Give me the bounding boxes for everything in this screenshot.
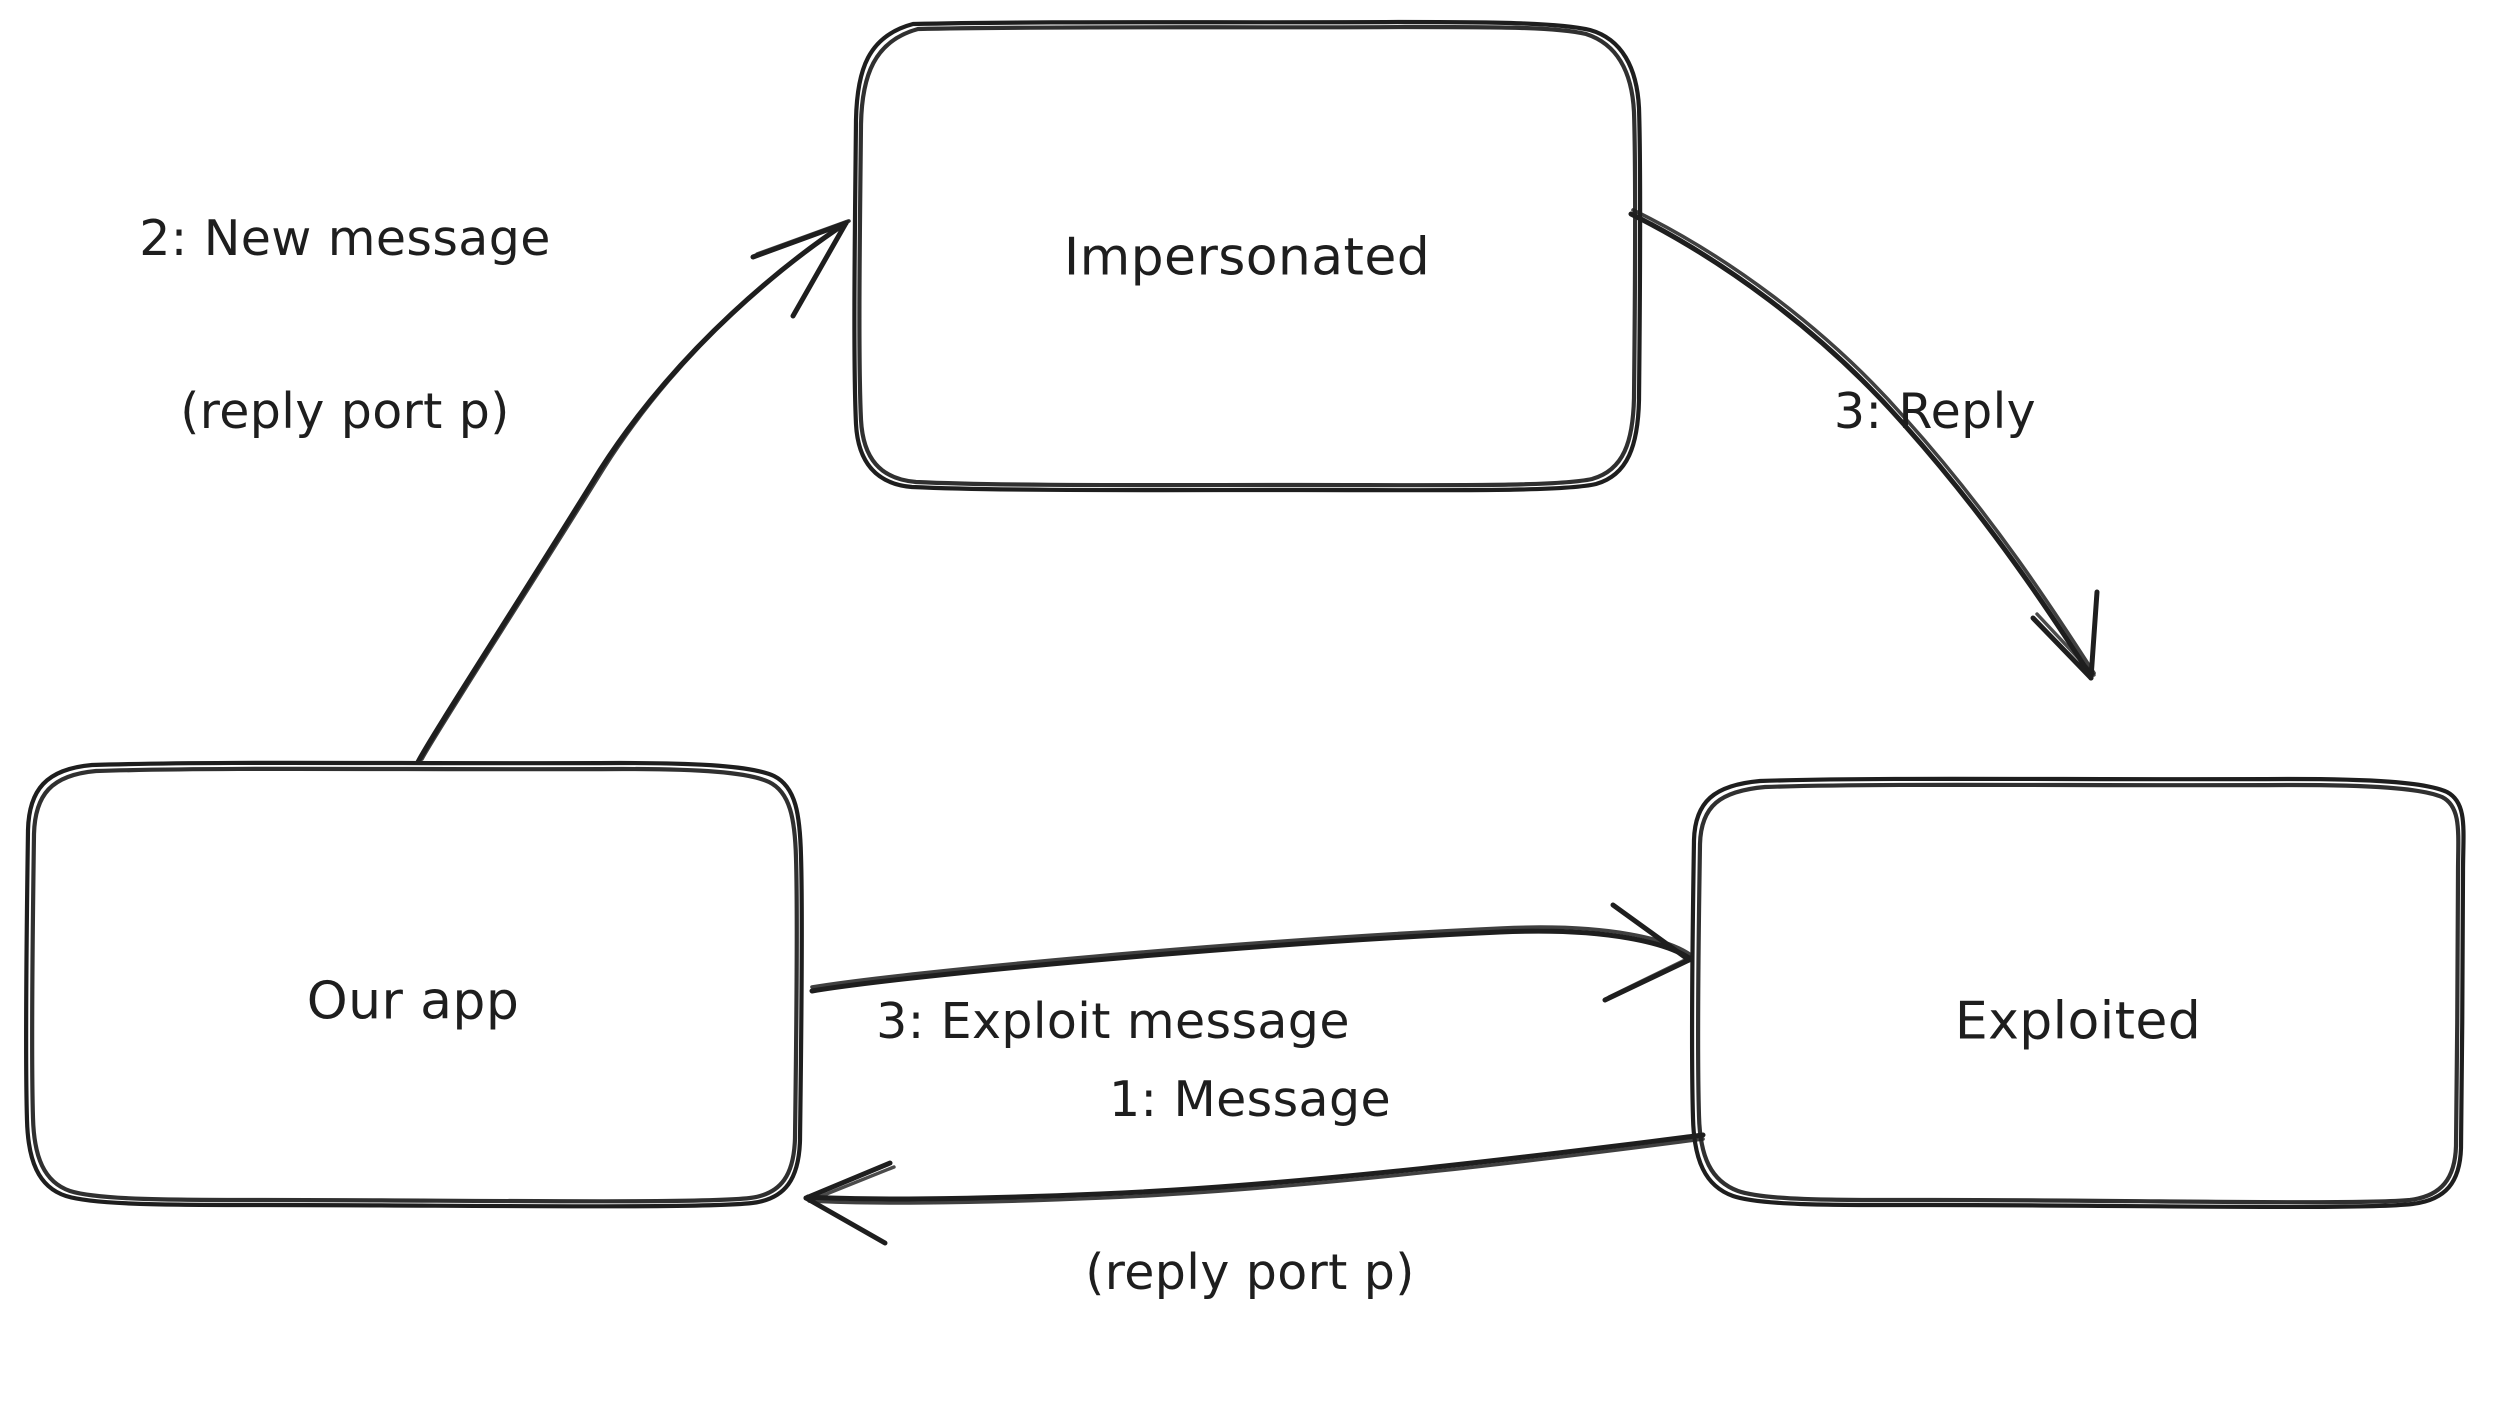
diagram-canvas: Impersonated Our app Exploited 2: New me… xyxy=(24,19,2466,1301)
edge-new-message-arrow xyxy=(415,219,851,765)
edge-exploit-message-arrow xyxy=(809,902,1693,1003)
node-our-app-shape xyxy=(24,760,804,1209)
edge-message-arrow xyxy=(803,1132,1706,1246)
diagram-sketch-layer xyxy=(24,19,2466,1246)
node-impersonated-shape xyxy=(852,19,1643,493)
node-exploited-shape xyxy=(1690,776,2466,1210)
edge-reply-arrow xyxy=(1628,208,2100,681)
